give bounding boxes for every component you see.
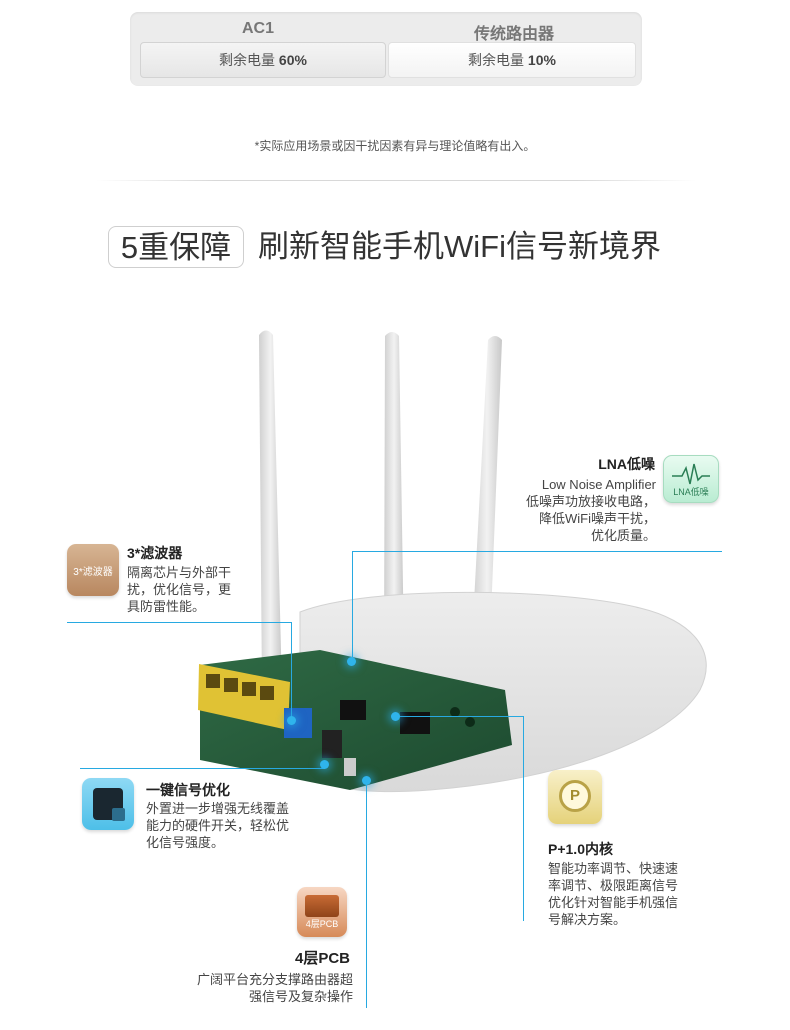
- lna-desc-line1: 低噪声功放接收电路，: [525, 494, 656, 509]
- col2-battery-label: 剩余电量: [468, 52, 525, 68]
- filter-title: 3*滤波器: [127, 545, 183, 561]
- antenna-right: [472, 336, 502, 640]
- p-core-icon: P: [548, 770, 602, 824]
- hotspot-filter: [287, 716, 296, 725]
- pcb-icon: 4层PCB: [297, 887, 347, 937]
- pcb-icon-label: 4层PCB: [305, 919, 339, 929]
- col2-battery-value: 10%: [527, 52, 556, 68]
- waveform-icon: LNA低噪: [663, 455, 719, 503]
- core-desc-line2: 率调节、极限距离信号: [548, 878, 679, 893]
- core-line-v: [523, 716, 524, 921]
- section-divider: [96, 180, 696, 181]
- filter-desc-line1: 隔离芯片与外部干: [127, 565, 232, 580]
- opt-line-h: [80, 768, 324, 769]
- hotspot-pcb: [362, 776, 371, 785]
- core-title: P+1.0内核: [548, 841, 613, 857]
- col1-battery-value: 60%: [278, 52, 307, 68]
- lna-subtitle: Low Noise Amplifier: [541, 477, 656, 492]
- disclaimer-note: *实际应用场景或因干扰因素有异与理论值略有出入。: [254, 139, 536, 153]
- lna-line-h: [352, 551, 722, 552]
- core-desc-line3: 优化针对智能手机强信: [548, 895, 679, 910]
- col2-battery-cell: 剩余电量 10%: [388, 42, 636, 78]
- lna-icon-label: LNA低噪: [673, 487, 709, 497]
- filter-desc-line2: 扰，优化信号，更: [127, 582, 232, 597]
- core-desc-line1: 智能功率调节、快速速: [548, 861, 679, 876]
- lna-desc-line2: 降低WiFi噪声干扰，: [539, 511, 656, 526]
- switch-icon: [82, 778, 134, 830]
- lna-desc-line3: 优化质量。: [590, 528, 656, 543]
- col1-battery-label: 剩余电量: [219, 52, 276, 68]
- optimize-title: 一键信号优化: [146, 782, 230, 798]
- hotspot-lna: [347, 657, 356, 666]
- core-desc-line4: 号解决方案。: [548, 912, 627, 927]
- battery-comparison-panel: AC1 传统路由器 剩余电量 60% 剩余电量 10%: [130, 12, 642, 86]
- headline-badge: 5重保障: [108, 226, 244, 268]
- pcb-line-v: [366, 780, 367, 1008]
- antenna-middle: [384, 332, 404, 650]
- optimize-desc-line1: 外置进一步增强无线覆盖: [146, 801, 290, 816]
- headline-text: 刷新智能手机WiFi信号新境界: [258, 229, 661, 264]
- pcb-desc-line2: 强信号及复杂操作: [248, 989, 353, 1004]
- hotspot-core: [391, 712, 400, 721]
- lna-title: LNA低噪: [598, 456, 655, 472]
- filter-desc-line3: 具防雷性能。: [127, 599, 206, 614]
- filter-line-h: [67, 622, 292, 623]
- col2-header: 传统路由器: [473, 26, 554, 43]
- p-core-glyph: P: [559, 780, 591, 812]
- col1-header: AC1: [241, 20, 274, 37]
- pcb-title: 4层PCB: [294, 950, 350, 967]
- filter-line-v: [291, 622, 292, 722]
- filter-icon: 3*滤波器: [67, 544, 119, 596]
- pcb-desc-line1: 广阔平台充分支撑路由器超: [196, 972, 353, 987]
- antenna-left: [259, 330, 282, 690]
- optimize-desc-line2: 能力的硬件开关，轻松优: [146, 818, 290, 833]
- ethernet-ports: [198, 664, 290, 730]
- optimize-desc-line3: 化信号强度。: [146, 835, 225, 850]
- filter-icon-label: 3*滤波器: [73, 567, 113, 578]
- core-line-h: [396, 716, 524, 717]
- hotspot-optimize: [320, 760, 329, 769]
- lna-line-v: [352, 551, 353, 661]
- col1-battery-cell: 剩余电量 60%: [140, 42, 386, 78]
